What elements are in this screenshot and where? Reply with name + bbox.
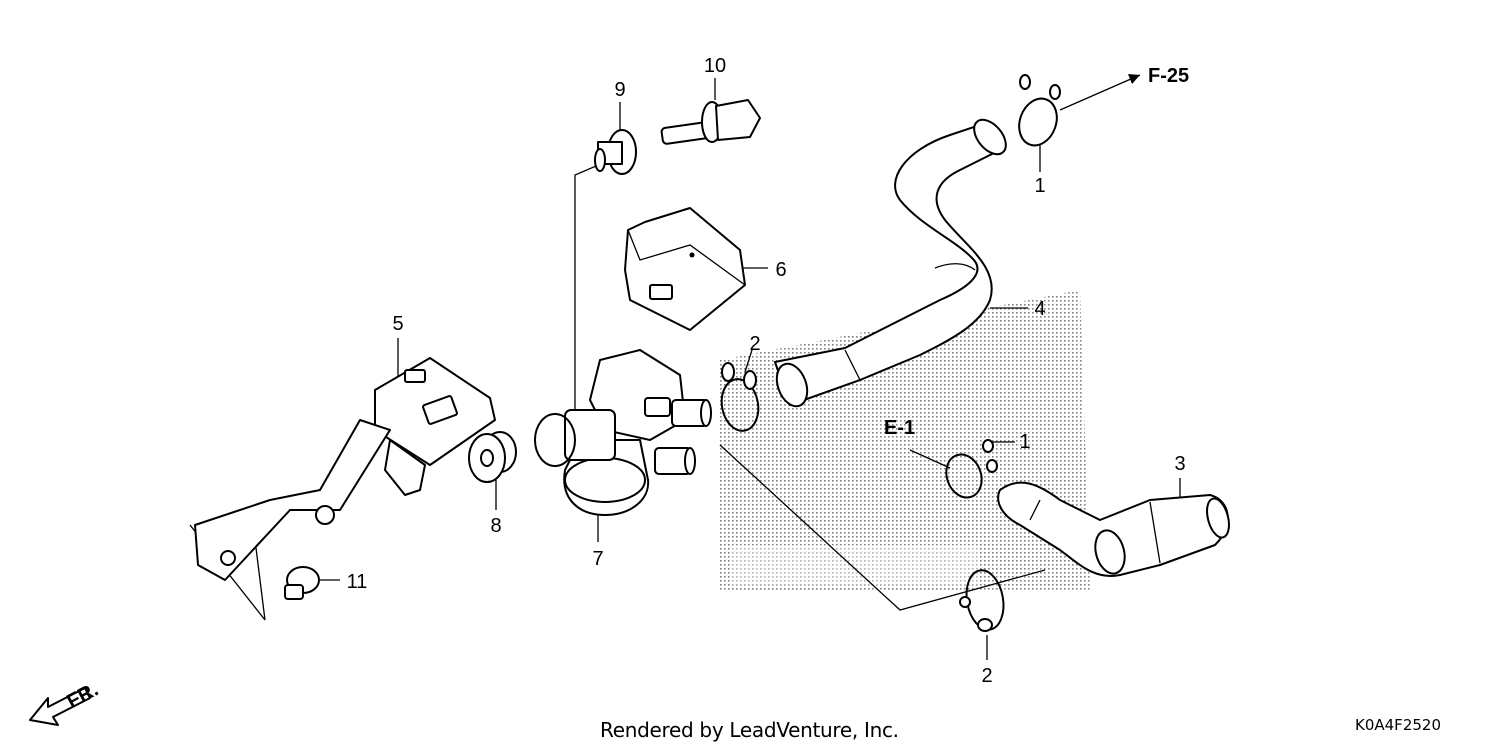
cover-6	[624, 207, 746, 331]
grommet-8	[468, 431, 517, 483]
bolt-11	[284, 566, 320, 600]
clamp-2-upper	[720, 362, 760, 432]
callout-11: 11	[347, 571, 368, 593]
callout-7: 7	[592, 548, 603, 570]
leader-lines	[189, 78, 1181, 660]
clamp-2-lower	[959, 569, 1005, 632]
callout-5: 5	[392, 313, 403, 335]
callout-2-upper: 2	[749, 333, 760, 355]
callout-6: 6	[775, 259, 786, 281]
callout-labels: 1 1 2 2 3 4 5 6 7 8 9 10 11	[347, 55, 1186, 687]
callout-1-upper: 1	[1034, 175, 1045, 197]
callout-3: 3	[1174, 453, 1185, 475]
bracket-5	[194, 357, 496, 581]
callout-2-lower: 2	[981, 665, 992, 687]
callout-10: 10	[704, 55, 726, 77]
bolt-10	[660, 99, 761, 145]
front-direction-arrow-icon	[29, 687, 91, 726]
callout-8: 8	[490, 515, 501, 537]
callout-4: 4	[1034, 298, 1045, 320]
callout-1-lower: 1	[1019, 431, 1030, 453]
hose-3	[997, 481, 1230, 577]
callout-9: 9	[614, 79, 625, 101]
reference-f25[interactable]: F-25	[1148, 65, 1189, 87]
valve-7	[534, 349, 712, 516]
collar-9	[594, 129, 637, 175]
rendered-by-credit: Rendered by LeadVenture, Inc.	[600, 718, 899, 742]
diagram-code: K0A4F2520	[1355, 716, 1441, 734]
reference-e1[interactable]: E-1	[884, 417, 915, 439]
clamp-1-upper	[1018, 74, 1141, 147]
hose-4	[774, 118, 1007, 408]
clamp-1-lower	[909, 439, 998, 499]
